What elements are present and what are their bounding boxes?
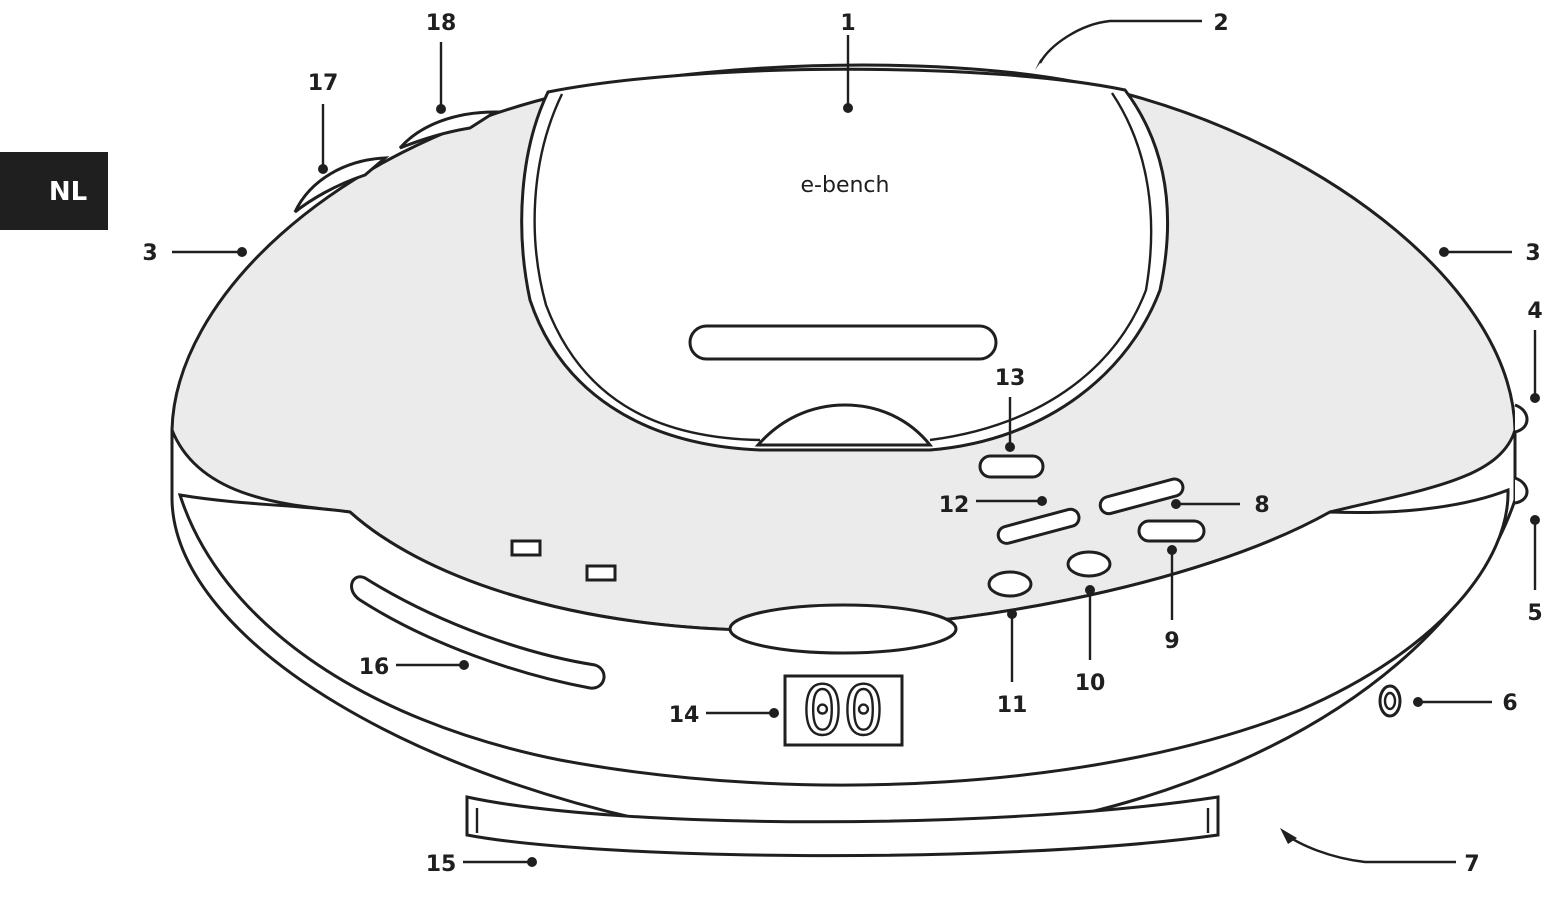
brand-logo: e-bench — [801, 173, 890, 198]
callout-15: 15 — [426, 852, 457, 877]
lid-open-tab[interactable] — [754, 403, 934, 447]
callout-9: 9 — [1164, 629, 1179, 654]
indicator-right — [585, 564, 617, 582]
callout-labels: 1 2 3 3 4 5 6 7 8 9 10 11 12 13 14 15 16… — [142, 11, 1542, 877]
button-8[interactable] — [1098, 477, 1185, 516]
curved-slot-16 — [350, 575, 606, 690]
callout-6: 6 — [1502, 691, 1517, 716]
display-readout: 00 — [802, 672, 884, 751]
knob-17[interactable] — [293, 156, 390, 214]
callout-3-left: 3 — [142, 241, 157, 266]
callout-18: 18 — [426, 11, 457, 36]
button-11[interactable] — [987, 570, 1033, 598]
battery-inner — [475, 808, 1210, 833]
callout-16: 16 — [359, 655, 390, 680]
headphone-jack[interactable] — [1378, 684, 1402, 718]
button-13[interactable] — [978, 454, 1045, 479]
button-10[interactable] — [1066, 550, 1112, 578]
callout-5: 5 — [1527, 601, 1542, 626]
language-tab[interactable]: NL — [0, 152, 108, 230]
indicator-left — [510, 539, 542, 557]
language-tab-bg — [0, 152, 108, 230]
callout-2: 2 — [1213, 11, 1228, 36]
lid-rim-right — [929, 92, 1153, 442]
callout-10: 10 — [1075, 671, 1106, 696]
callout-12: 12 — [939, 493, 970, 518]
callout-17: 17 — [308, 71, 339, 96]
callout-1: 1 — [840, 11, 855, 36]
lcd-display — [783, 674, 904, 747]
callout-11: 11 — [997, 693, 1028, 718]
callout-13: 13 — [995, 366, 1026, 391]
side-button-5[interactable] — [1514, 476, 1529, 505]
headphone-jack-inner — [1383, 691, 1397, 711]
callout-lines — [172, 19, 1540, 867]
lid-slot — [688, 324, 998, 361]
lid-rim — [533, 93, 761, 442]
language-tab-label: NL — [49, 177, 87, 207]
callout-8: 8 — [1254, 493, 1269, 518]
button-12[interactable] — [996, 507, 1081, 545]
front-oval — [728, 603, 958, 655]
callout-14: 14 — [669, 703, 700, 728]
cd-lid[interactable] — [520, 67, 1170, 452]
battery-compartment[interactable] — [465, 795, 1220, 858]
button-9[interactable] — [1137, 519, 1206, 543]
knob-18[interactable] — [398, 110, 501, 150]
callout-7: 7 — [1464, 852, 1479, 877]
callout-3-right: 3 — [1525, 241, 1540, 266]
callout-4: 4 — [1527, 299, 1542, 324]
side-button-4[interactable] — [1514, 403, 1529, 434]
